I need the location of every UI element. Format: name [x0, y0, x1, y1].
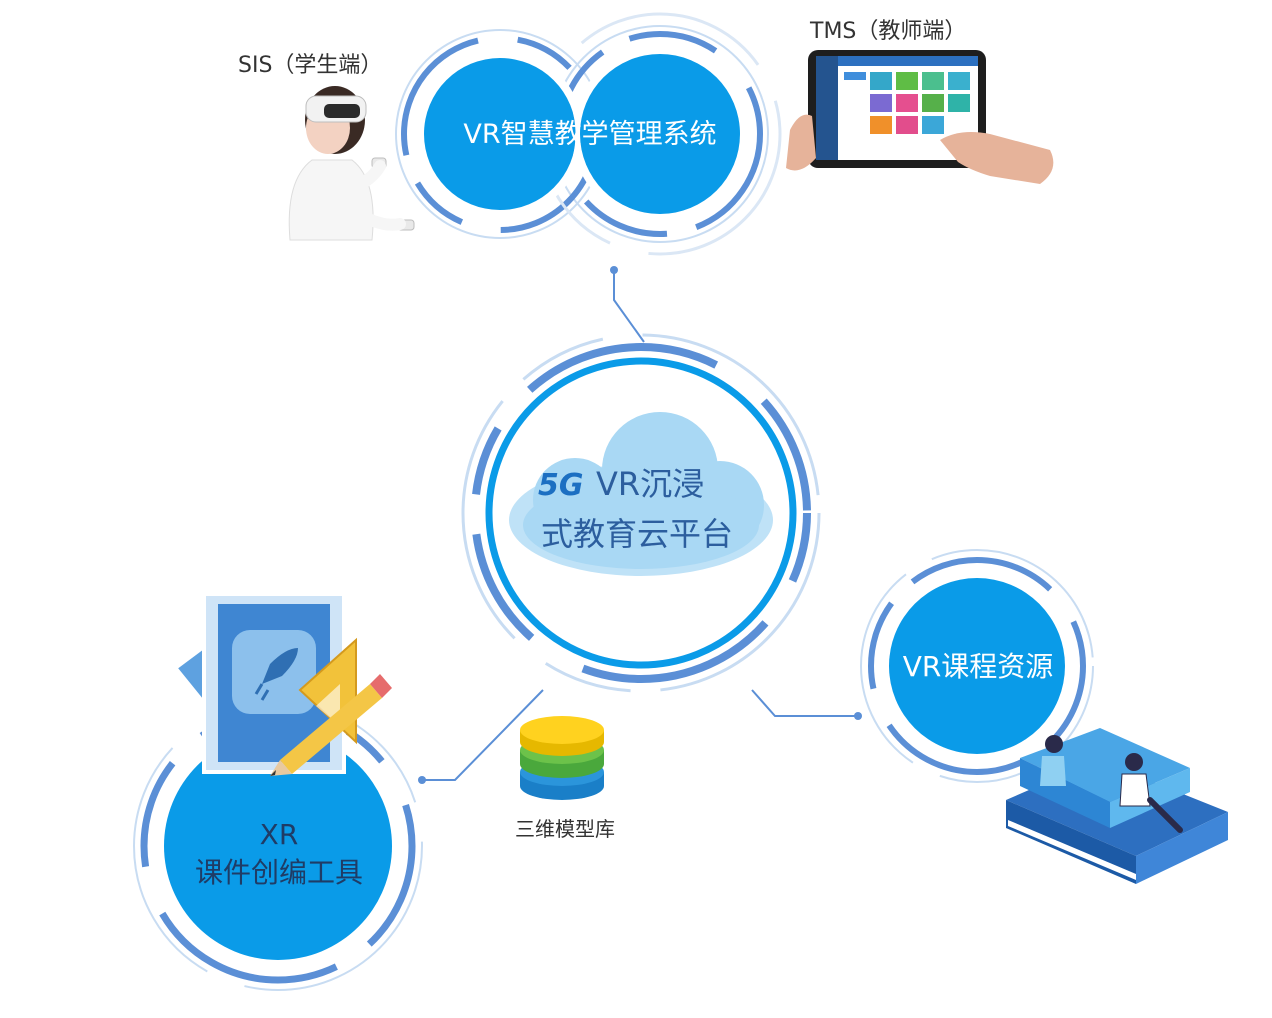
model-library-label: 三维模型库: [515, 817, 615, 841]
connector-dot-top: [610, 266, 618, 274]
connector-left: [422, 689, 544, 781]
blueprint-rocket-ruler-pencil-icon: [173, 592, 392, 776]
teacher-end-label: TMS（教师端）: [809, 19, 966, 44]
books-with-readers-icon: [1006, 728, 1228, 884]
left-tool-line2: 课件创编工具: [195, 856, 363, 889]
center-platform-node: 5G VR沉浸 式教育云平台: [461, 333, 821, 693]
connector-right: [751, 689, 858, 717]
left-tool-line1: XR: [260, 818, 299, 851]
center-title-line1: VR沉浸: [596, 465, 704, 503]
top-system-title: VR智慧教学管理系统: [463, 119, 716, 150]
center-5g-badge: 5G: [538, 468, 584, 503]
connector-dot-right: [854, 712, 862, 720]
layered-database-icon: [520, 716, 604, 800]
connector-top: [613, 270, 645, 343]
vr-headset-user-icon: [288, 86, 415, 241]
student-end-label: SIS（学生端）: [238, 53, 382, 78]
right-resource-node: VR课程资源: [860, 549, 1094, 783]
left-tool-node: XR 课件创编工具: [133, 701, 423, 991]
cloud-icon: [509, 412, 773, 576]
connectors: [422, 270, 858, 781]
right-resource-title: VR课程资源: [903, 650, 1054, 683]
connector-dot-left: [418, 776, 426, 784]
top-system-node: VR智慧教学管理系统: [395, 12, 782, 256]
tablet-with-hand-icon: [786, 50, 1054, 184]
center-title-line2: 式教育云平台: [541, 515, 733, 553]
